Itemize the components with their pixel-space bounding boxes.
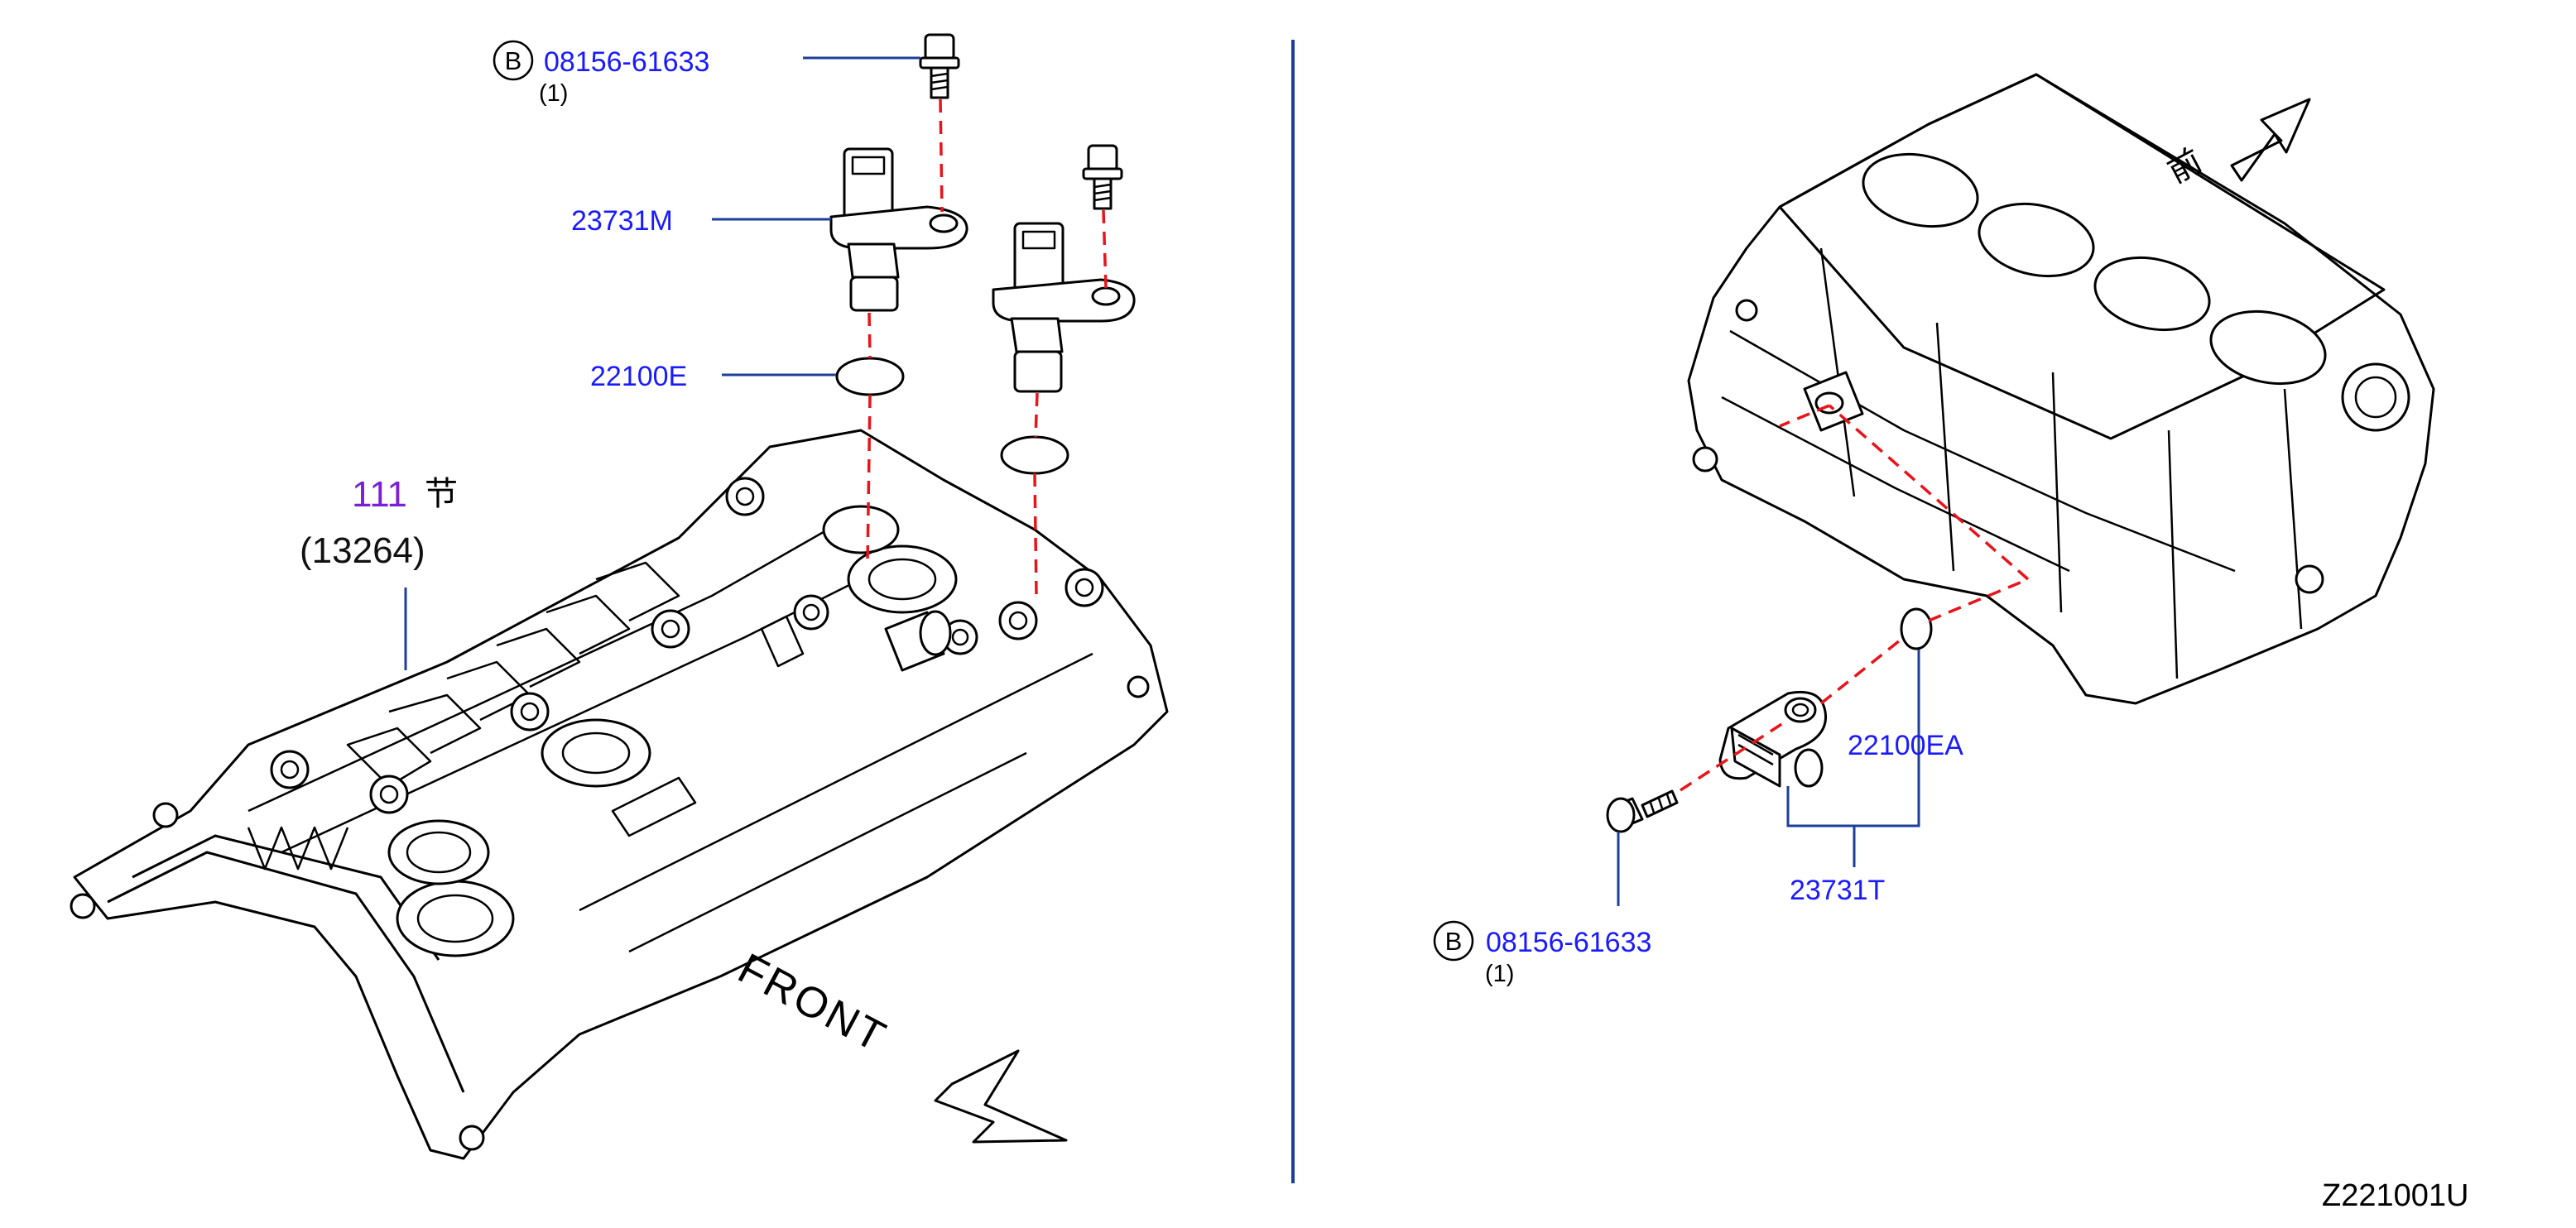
axis-sensor-1 — [866, 312, 872, 564]
circle-b-top-letter: B — [505, 46, 522, 75]
circle-b-top — [493, 40, 534, 81]
cam-sensor-2-illustration — [992, 222, 1136, 393]
circle-b-bottom — [1433, 920, 1474, 962]
axis-bolt-top — [939, 98, 944, 213]
axis-crank-sensor — [1680, 404, 2031, 792]
front-label: FRONT — [730, 944, 895, 1062]
part-number-crank-sensor[interactable]: 23731T — [1790, 875, 1885, 906]
crank-sensor-illustration — [1718, 690, 1828, 788]
axis-bolt-2 — [1102, 209, 1108, 289]
part-number-bolt-bottom[interactable]: 08156-61633 — [1486, 927, 1651, 958]
section-number[interactable]: 111 — [352, 474, 407, 515]
o-ring-22100e-shape — [835, 357, 905, 396]
section-char: 节 — [425, 475, 458, 513]
axis-sensor-2 — [1033, 392, 1039, 597]
part-number-cam-sensor[interactable]: 23731M — [571, 205, 673, 237]
o-ring-2-shape — [1000, 435, 1069, 475]
part-number-bolt-top[interactable]: 08156-61633 — [544, 46, 709, 78]
circle-b-bottom-letter: B — [1445, 927, 1463, 956]
rocker-cover-ref: (13264) — [300, 530, 425, 571]
qty-bolt-bottom: (1) — [1485, 961, 1514, 987]
part-number-o-ring-right[interactable]: 22100EA — [1848, 730, 1963, 761]
cylinder-block-illustration — [1687, 73, 2435, 705]
arrow-right-up-icon — [2230, 98, 2311, 182]
o-ring-22100ea-shape — [1900, 607, 1933, 650]
part-number-o-ring[interactable]: 22100E — [590, 361, 687, 392]
bolt-top-illustration — [919, 33, 960, 99]
bolt-2-illustration — [1082, 144, 1123, 210]
bolt-bottom-illustration — [1606, 789, 1679, 833]
qty-bolt-top: (1) — [539, 80, 568, 107]
rocker-cover-illustration — [70, 429, 1169, 1160]
cam-sensor-illustration — [829, 147, 968, 312]
arrow-right-down-icon — [934, 1049, 1068, 1144]
diagram-code: Z221001U — [2322, 1178, 2468, 1213]
